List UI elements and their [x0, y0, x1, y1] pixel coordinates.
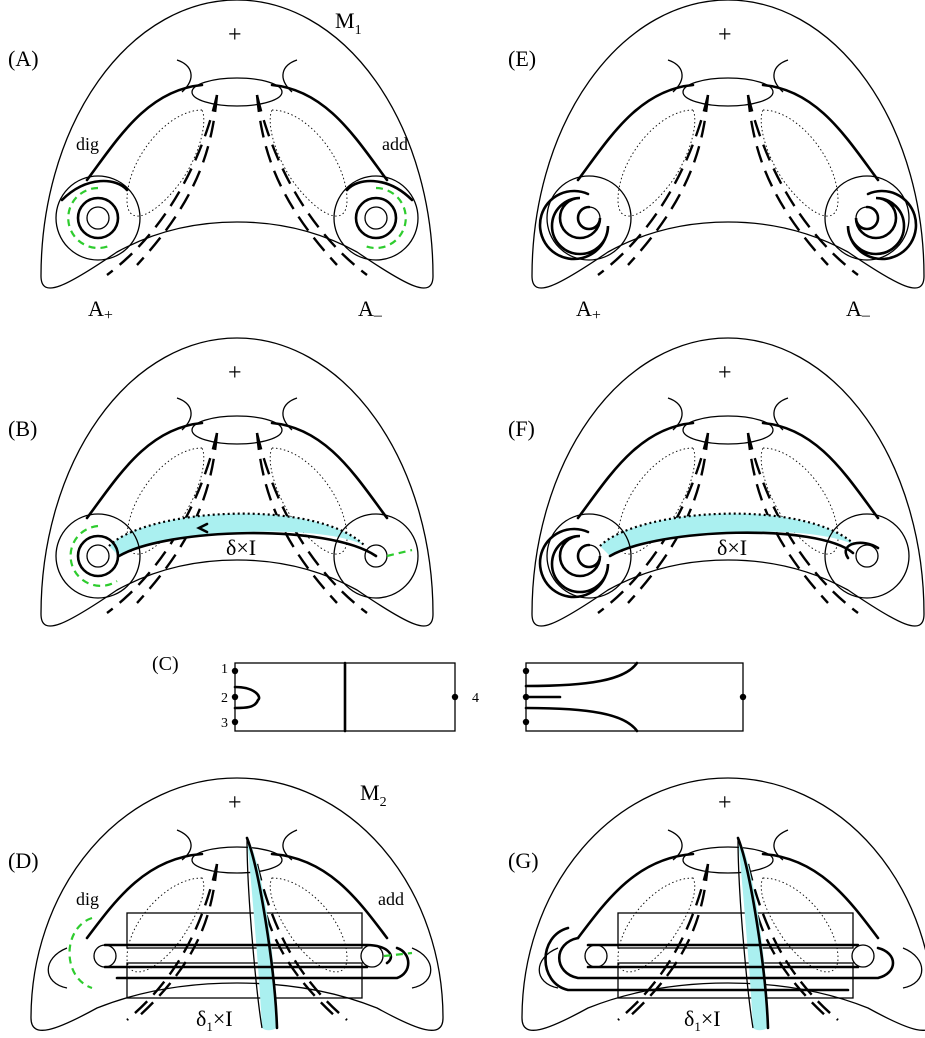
panel-b-sign: +: [228, 360, 242, 386]
panel-f-sign: +: [718, 360, 732, 386]
panel-c-point-2: 2: [221, 691, 228, 706]
panel-a-green-left: [68, 188, 109, 248]
panel-f-letter: (F): [508, 416, 535, 441]
panel-e-A-minus: A–: [846, 296, 871, 324]
panel-g: (G) + δ1×I: [508, 778, 925, 1034]
panel-e: (E) + A+ A–: [508, 0, 924, 324]
panel-a-sign: +: [228, 22, 242, 48]
panel-a-dig: dig: [76, 134, 99, 154]
panel-g-band-label: δ1×I: [684, 1006, 721, 1034]
panel-c-point-3: 3: [221, 716, 228, 731]
panel-f-band-label: δ×I: [717, 535, 747, 560]
panel-d-manifold: M2: [360, 780, 387, 810]
panel-a: (A) + M1 dig add A+ A–: [8, 0, 433, 324]
panel-a-letter: (A): [8, 46, 39, 71]
panel-a-green-right: [365, 188, 406, 248]
panel-c-point-4: 4: [472, 691, 479, 706]
panel-f: (F) + δ×I: [508, 338, 924, 626]
panel-c-letter: (C): [152, 653, 179, 675]
panel-d-sign: +: [228, 790, 242, 816]
panel-g-sign: +: [718, 790, 732, 816]
panel-e-letter: (E): [508, 46, 536, 71]
panel-c: (C) 1 2 3 4: [152, 653, 746, 731]
panel-d: (D) + M2 dig add δ1×I: [8, 778, 443, 1034]
panel-b-band-label: δ×I: [226, 535, 256, 560]
panel-a-A-plus: A+: [88, 296, 113, 324]
panel-d-add: add: [378, 889, 404, 909]
panel-e-A-plus: A+: [576, 296, 601, 324]
panel-d-band-label: δ1×I: [196, 1006, 233, 1034]
panel-e-sign: +: [718, 22, 732, 48]
panel-d-dig: dig: [76, 889, 99, 909]
panel-c-point-1: 1: [221, 662, 228, 677]
panel-g-letter: (G): [508, 848, 539, 873]
panel-b: (B) + δ×I: [8, 338, 433, 626]
panel-b-letter: (B): [8, 416, 37, 441]
panel-a-manifold: M1: [335, 8, 362, 38]
panel-a-add: add: [382, 134, 408, 154]
panel-d-letter: (D): [8, 848, 39, 873]
panel-a-A-minus: A–: [358, 296, 383, 324]
